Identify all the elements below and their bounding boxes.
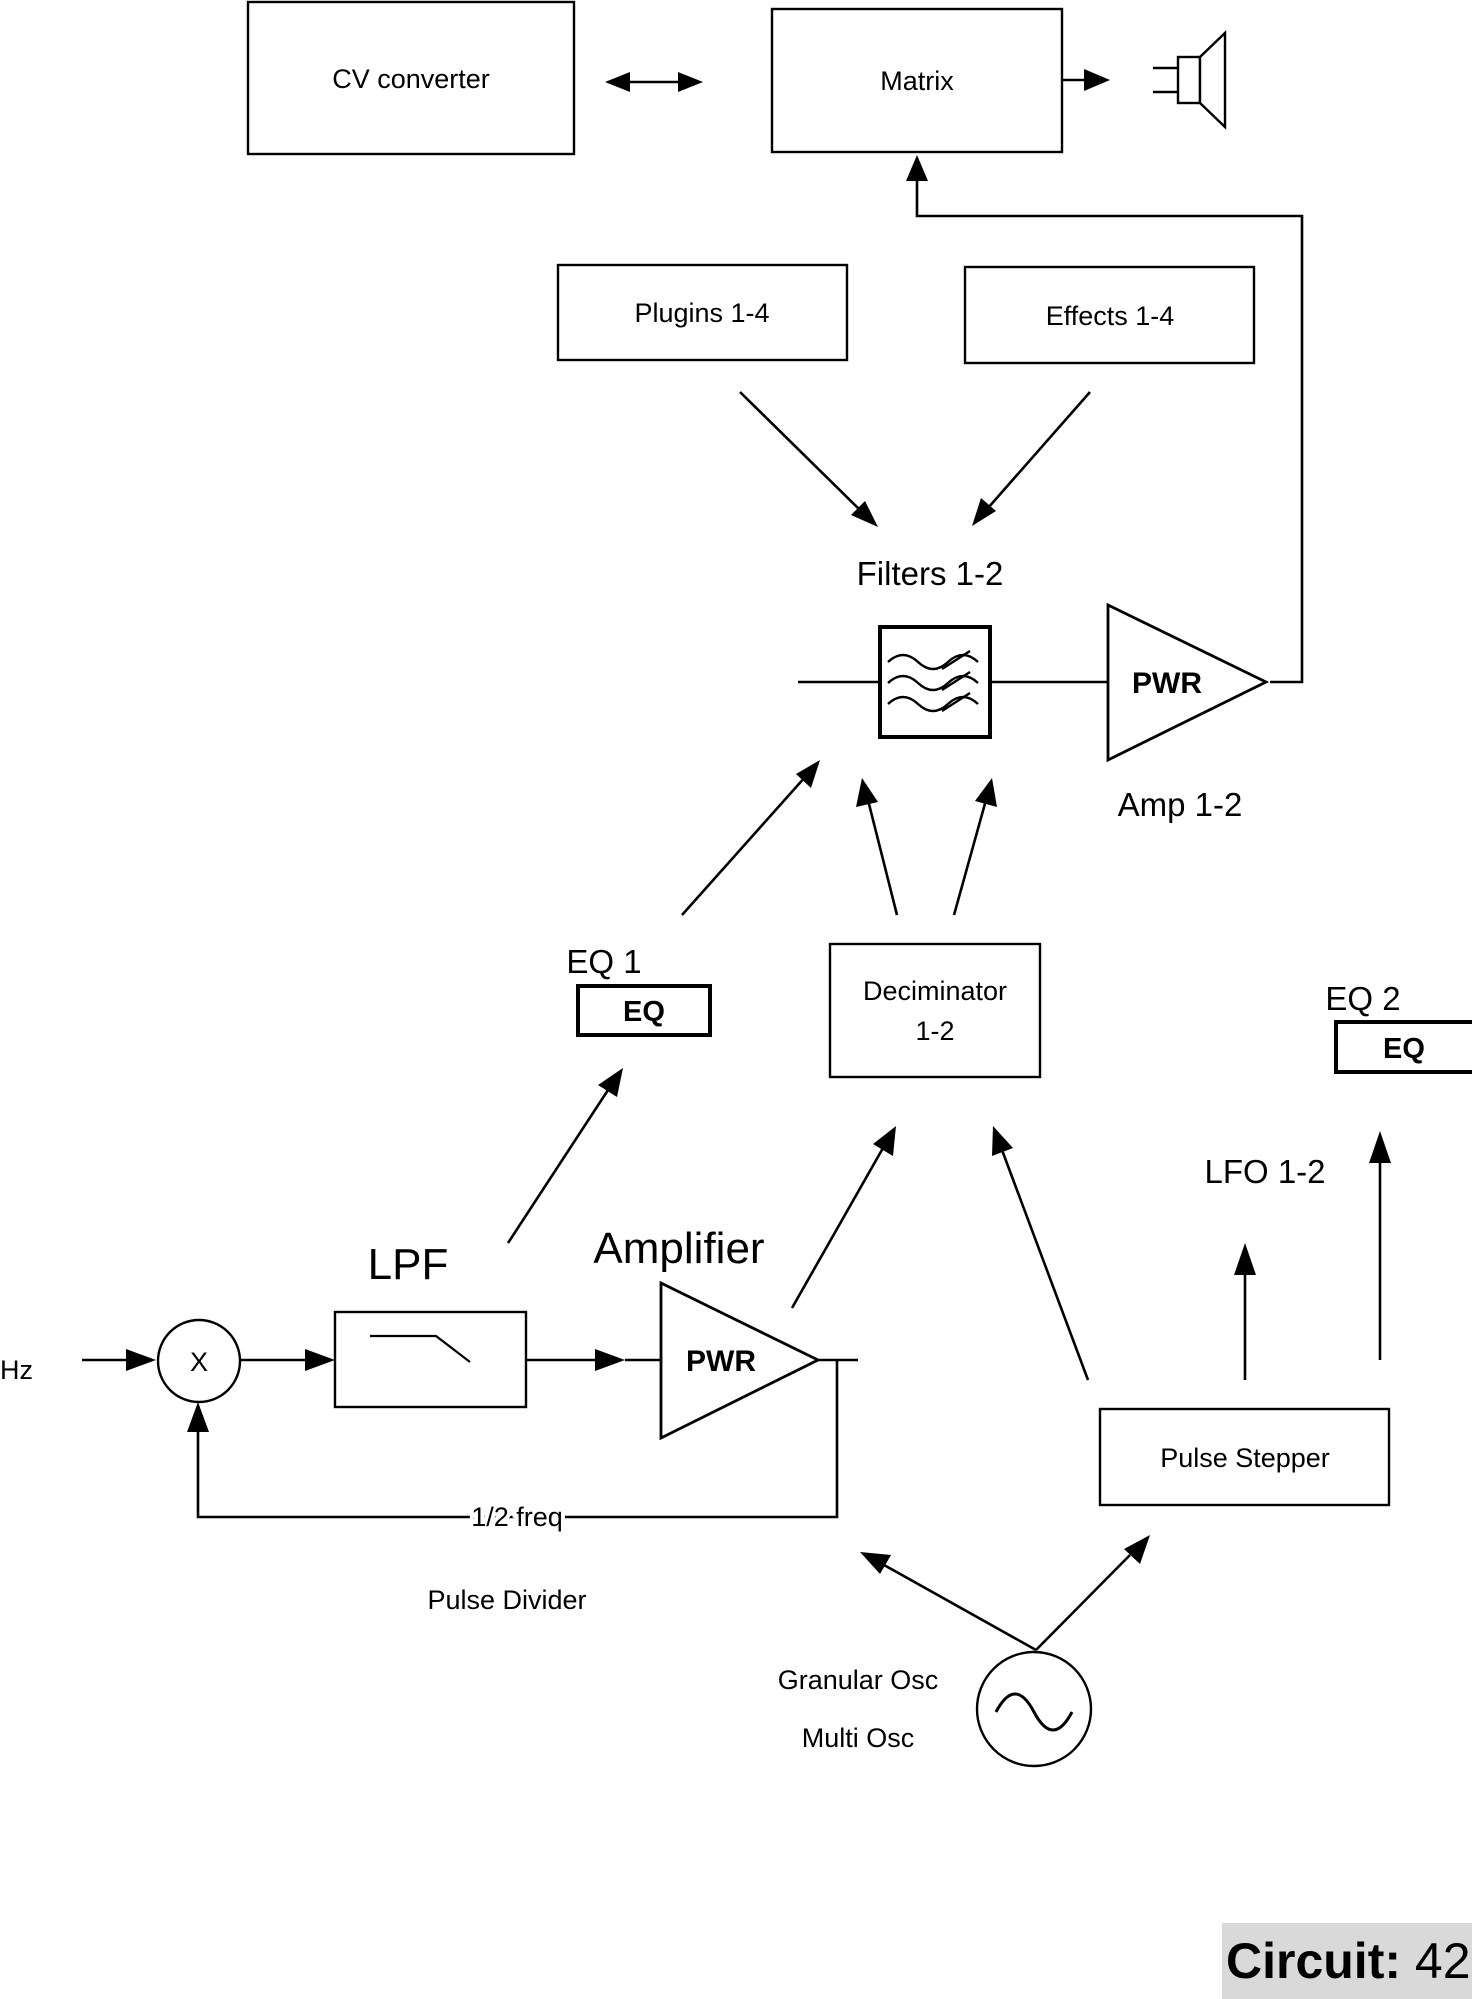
- cv-converter-block: CV converter: [246, 0, 576, 156]
- input-arrow: [82, 1349, 156, 1371]
- pulse-stepper-label: Pulse Stepper: [1160, 1443, 1330, 1473]
- amplifier-label: Amplifier: [593, 1224, 764, 1273]
- amplifier-symbol: PWR: [659, 1280, 858, 1441]
- lfo-to-eq2-arrow: [1369, 1131, 1391, 1360]
- eq1-to-filters-arrow: [681, 760, 820, 916]
- stepper-to-decimator-arrow: [992, 1126, 1090, 1381]
- circuit-number-badge: Circuit: 42: [1222, 1923, 1472, 1999]
- eq1-symbol: EQ: [623, 996, 665, 1028]
- plugins-to-filters-arrow: [739, 391, 878, 527]
- effects-block: Effects 1-4: [963, 265, 1256, 365]
- amplifier-to-decimator-arrow: [790, 1126, 896, 1309]
- lpf-to-amplifier-arrow: [526, 1349, 661, 1371]
- input-label: Hz: [0, 1355, 33, 1385]
- plugins-label: Plugins 1-4: [634, 298, 769, 328]
- pulse-divider-label: Pulse Divider: [427, 1585, 586, 1615]
- osc-to-feedback-arrow: [860, 1552, 1037, 1652]
- mixer-symbol-text: X: [190, 1347, 208, 1377]
- circuit-number: 42: [1414, 1933, 1471, 1989]
- amplifier-symbol-text: PWR: [686, 1345, 756, 1378]
- output-amplifier-symbol: PWR: [1106, 602, 1270, 763]
- matrix-block: Matrix: [770, 7, 1064, 154]
- filter-icon: [798, 625, 1108, 739]
- eq1-block: EQ: [576, 984, 712, 1037]
- decimator-block: Deciminator 1-2: [828, 942, 1042, 1079]
- feedback-loop-wire: [187, 1360, 839, 1519]
- mixer-symbol: X: [156, 1318, 242, 1404]
- amp-to-matrix-wire: [906, 155, 1304, 684]
- multi-osc-label: Multi Osc: [802, 1723, 915, 1753]
- bidirectional-arrow: [605, 72, 703, 92]
- lpf-label: LPF: [368, 1240, 449, 1289]
- decimator-label-line2: 1-2: [915, 1016, 954, 1046]
- decimator-to-filters-arrow-1: [856, 778, 899, 916]
- amp-label: Amp 1-2: [1118, 786, 1243, 823]
- decimator-to-filters-arrow-2: [952, 778, 997, 916]
- cv-converter-label: CV converter: [332, 64, 490, 94]
- lfo-label: LFO 1-2: [1204, 1153, 1325, 1190]
- eq1-caption: EQ 1: [566, 943, 641, 980]
- eq2-caption: EQ 2: [1325, 980, 1400, 1017]
- effects-label: Effects 1-4: [1046, 301, 1175, 331]
- pulse-stepper-block: Pulse Stepper: [1098, 1407, 1391, 1507]
- half-freq-label: 1/2 freq: [471, 1502, 563, 1532]
- lpf-block: [333, 1310, 528, 1409]
- plugins-block: Plugins 1-4: [556, 263, 849, 362]
- osc-to-stepper-arrow: [1035, 1535, 1150, 1651]
- lpf-to-eq1-arrow: [506, 1068, 623, 1244]
- circuit-label: Circuit:: [1226, 1933, 1401, 1989]
- matrix-output-arrow: [1062, 69, 1110, 91]
- speaker-icon: [1153, 30, 1227, 130]
- decimator-label-line1: Deciminator: [863, 976, 1007, 1006]
- output-amp-symbol-text: PWR: [1132, 667, 1202, 700]
- filters-label: Filters 1-2: [857, 555, 1004, 592]
- eq2-block: EQ: [1334, 1020, 1472, 1074]
- stepper-to-lfo-arrow: [1234, 1243, 1256, 1380]
- matrix-label: Matrix: [880, 66, 954, 96]
- oscillator-icon: [975, 1650, 1093, 1768]
- granular-osc-label: Granular Osc: [778, 1665, 939, 1695]
- effects-to-filters-arrow: [972, 391, 1091, 526]
- eq2-symbol: EQ: [1383, 1033, 1425, 1065]
- mixer-to-lpf-arrow: [240, 1349, 335, 1371]
